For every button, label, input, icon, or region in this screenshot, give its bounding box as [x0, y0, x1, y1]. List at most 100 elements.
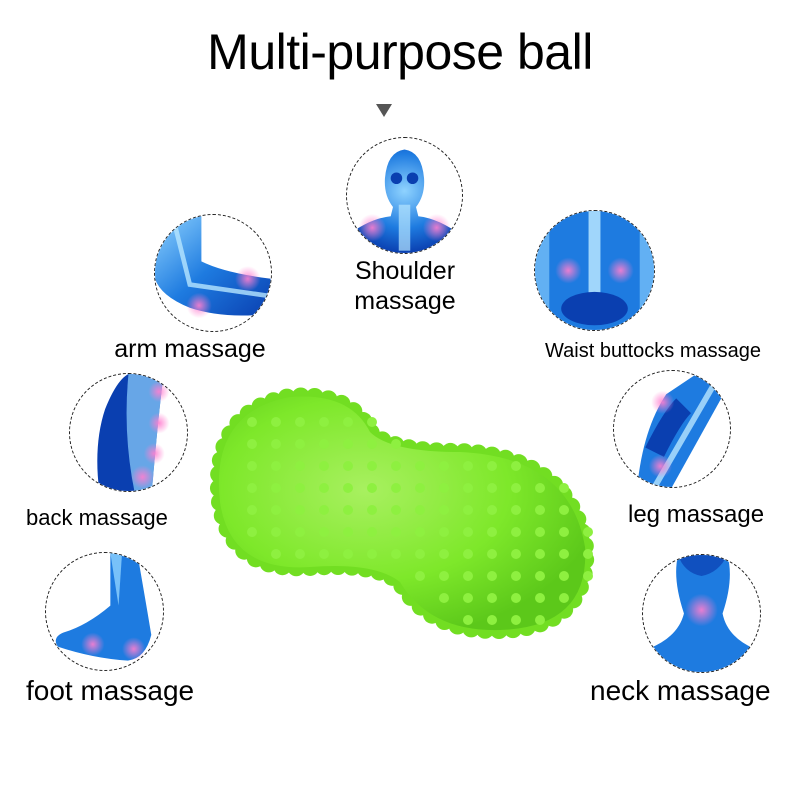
ball-spike: [463, 571, 473, 581]
ball-spike: [343, 527, 353, 537]
ball-spike: [343, 505, 353, 515]
ball-spike: [271, 417, 281, 427]
ball-spike: [463, 615, 473, 625]
ball-spike: [559, 593, 569, 603]
ball-spike: [295, 461, 305, 471]
ball-spike: [247, 417, 257, 427]
ball-spike: [367, 527, 377, 537]
shoulder-label-line2: massage: [354, 287, 456, 315]
ball-spike: [415, 527, 425, 537]
ball-spike: [487, 615, 497, 625]
ball-spike: [463, 527, 473, 537]
ball-spike: [559, 527, 569, 537]
ball-spike: [439, 461, 449, 471]
ball-spike: [343, 439, 353, 449]
ball-spike: [415, 483, 425, 493]
ball-spike: [367, 417, 377, 427]
ball-spike: [463, 461, 473, 471]
ball-spike: [247, 483, 257, 493]
ball-spike: [439, 527, 449, 537]
ball-spike: [487, 483, 497, 493]
foot-label: foot massage: [26, 675, 195, 706]
ball-spike: [295, 483, 305, 493]
ball-spike: [391, 461, 401, 471]
ball-spike: [511, 615, 521, 625]
waist-xray-icon: [534, 210, 655, 331]
ball-spike: [535, 593, 545, 603]
ball-spike: [391, 505, 401, 515]
ball-spike: [487, 549, 497, 559]
ball-spike: [367, 505, 377, 515]
ball-spike: [319, 461, 329, 471]
ball-spike: [319, 417, 329, 427]
ball-spike: [535, 483, 545, 493]
ball-spike: [439, 593, 449, 603]
ball-spike: [295, 505, 305, 515]
shoulder-label-line1: Shoulder: [354, 257, 456, 285]
ball-spike: [247, 505, 257, 515]
ball-spike: [535, 571, 545, 581]
ball-spike: [463, 593, 473, 603]
arm-xray-icon: [154, 214, 272, 332]
ball-spike: [295, 417, 305, 427]
ball-spike: [583, 549, 593, 559]
ball-spike: [271, 527, 281, 537]
ball-spike: [271, 549, 281, 559]
ball-spike: [463, 505, 473, 515]
triangle-down-icon: [376, 104, 392, 117]
page-title: Multi-purpose ball: [207, 24, 593, 80]
ball-spike: [319, 505, 329, 515]
ball-spike: [511, 549, 521, 559]
ball-spike: [487, 571, 497, 581]
neck-label: neck massage: [590, 675, 771, 706]
ball-spike: [367, 549, 377, 559]
ball-spike: [295, 439, 305, 449]
ball-spike: [319, 527, 329, 537]
leg-label: leg massage: [628, 501, 765, 528]
ball-spike: [511, 461, 521, 471]
ball-spike: [415, 505, 425, 515]
ball-spike: [415, 549, 425, 559]
ball-spike: [271, 461, 281, 471]
ball-spike: [487, 593, 497, 603]
ball-spike: [439, 483, 449, 493]
ball-spike: [319, 483, 329, 493]
ball-spike: [535, 527, 545, 537]
ball-spike: [319, 439, 329, 449]
ball-spike: [463, 549, 473, 559]
ball-spike: [247, 439, 257, 449]
ball-spike: [511, 571, 521, 581]
shoulder-label: Shoulder massage: [330, 256, 480, 316]
ball-spike: [535, 615, 545, 625]
ball-spike: [343, 549, 353, 559]
ball-spike: [247, 461, 257, 471]
ball-spike: [319, 549, 329, 559]
ball-spike: [343, 461, 353, 471]
ball-spike: [295, 549, 305, 559]
foot-xray-icon: [45, 552, 164, 671]
ball-spike: [559, 571, 569, 581]
ball-spike: [415, 571, 425, 581]
ball-spike: [247, 527, 257, 537]
ball-spike: [439, 549, 449, 559]
ball-spike: [511, 527, 521, 537]
ball-spike: [463, 483, 473, 493]
ball-spike: [391, 527, 401, 537]
ball-spike: [439, 571, 449, 581]
ball-spike: [391, 549, 401, 559]
ball-spike: [535, 505, 545, 515]
ball-spike: [583, 527, 593, 537]
neck-xray-icon: [642, 554, 761, 673]
spiky-massage-ball: [200, 372, 600, 650]
ball-spike: [559, 549, 569, 559]
ball-spike: [559, 505, 569, 515]
ball-spike: [511, 505, 521, 515]
ball-spike: [343, 417, 353, 427]
waist-label: Waist buttocks massage: [545, 340, 762, 362]
ball-spike: [487, 505, 497, 515]
ball-spike: [487, 527, 497, 537]
ball-spike: [487, 461, 497, 471]
ball-spike: [271, 439, 281, 449]
ball-spike: [391, 439, 401, 449]
shoulder-xray-icon: [346, 137, 463, 254]
